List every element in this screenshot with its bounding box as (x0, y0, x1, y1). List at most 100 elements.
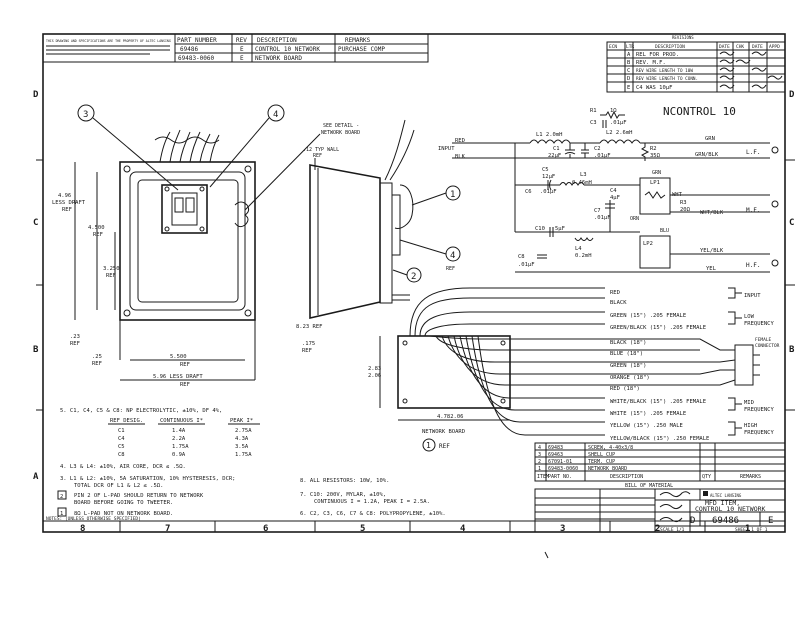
company-logo (703, 491, 708, 496)
drawing-size: D (690, 516, 695, 526)
dim-4-500-ref: REF (93, 232, 103, 238)
rev-header-ecn: ECN (609, 44, 617, 50)
harness-group-labels: INPUT LOW FREQUENCY FEMALE CONNECTOR MID… (728, 287, 780, 436)
group-label-high-freq: FREQUENCY (744, 430, 774, 436)
callout-balloon-4 (267, 104, 285, 122)
revisions-table: REVISIONS ECN LTR DESCRIPTION DATE CHK D… (606, 35, 786, 93)
drawing-title-2: CONTROL 10 NETWORK (695, 505, 766, 513)
dim-2-83: 2.83 (368, 366, 381, 372)
dim-4-500: 4.500 (88, 225, 105, 231)
note-row-c5-ref: C5 (118, 444, 125, 450)
note-2-number: 2 (60, 494, 63, 500)
col-header-description: DESCRIPTION (257, 37, 297, 44)
dim-8-23-ref: 8.23 REF (296, 324, 323, 330)
rev-row-a-desc: REL FOR PROD. (636, 52, 679, 58)
dim-0-23: .23 (70, 334, 80, 340)
sch-blu-label: BLU (660, 228, 669, 234)
dim-2-06: 2.06 (368, 373, 381, 379)
rev-header-date: DATE (719, 44, 730, 50)
part-row-1-desc: CONTROL 10 NETWORK (255, 46, 320, 53)
row-letter-a: A (33, 472, 39, 482)
wire-label-green-black-15: GREEN/BLACK (15") .205 FEMALE (610, 325, 706, 331)
col-number-3: 3 (560, 524, 565, 534)
dim-0-25-ref: REF (92, 361, 102, 367)
note-3b: TOTAL DCR OF L1 & L2 ≤ .5Ω. (74, 483, 163, 489)
drawing-title-1: MFD ITEM, (705, 499, 740, 507)
wire-label-black-18: BLACK (18") (610, 340, 646, 346)
note-2b: BOARD BEFORE GOING TO TWEETER. (74, 500, 173, 506)
note-7a: 7. C10: 200V, MYLAR, ±10%, (300, 492, 386, 498)
rev-header-appd: APPD (769, 44, 780, 50)
col-header-part-number: PART NUMBER (177, 37, 217, 44)
sch-input-label: INPUT (438, 146, 455, 152)
network-board-detail: 2.83 2.06 4.782.06 NETWORK BOARD 1 REF (368, 335, 511, 452)
sch-l3-value: 0.46mH (572, 180, 592, 186)
dim-5-500-ref: REF (180, 362, 190, 368)
network-board-label: NETWORK BOARD (321, 130, 360, 136)
callout-1-ref-label: 1 (426, 441, 431, 450)
sch-c8-value: .01µF (518, 262, 535, 268)
sch-hf-label: H.F. (746, 262, 760, 269)
rev-row-d-ltr: D (627, 76, 630, 82)
group-label-mid: MID (744, 400, 754, 406)
wire-label-white-black-15: WHITE/BLACK (15") .205 FEMALE (610, 399, 706, 405)
sch-r1-label: R1 (590, 108, 597, 114)
sch-mf-label: M.F. (746, 207, 760, 214)
harness-wire-labels: RED BLACK GREEN (15") .205 FEMALE GREEN/… (610, 290, 709, 442)
note-2a: PIN 2 OF L-PAD SHOULD RETURN TO NETWORK (74, 493, 204, 499)
sch-l4-label: L4 (575, 246, 582, 252)
sch-l1-label: L1 2.0mH (536, 132, 563, 138)
col-header-remarks: REMARKS (345, 37, 371, 44)
front-view (119, 129, 256, 321)
row-letter-b: B (33, 345, 39, 355)
drawing-sheet: SHEET 1 OF 1 (735, 527, 768, 533)
bom-row-2-item: 2 (538, 459, 541, 465)
wire-label-yellow-black-15: YELLOW/BLACK (15") .250 FEMALE (610, 436, 709, 442)
dim-0-175: .175 (302, 341, 315, 347)
part-row-2-number: 69483-0060 (178, 55, 215, 62)
col-header-rev: REV (236, 37, 247, 44)
bom-title: BILL OF MATERIAL (625, 483, 673, 489)
dim-3-250-ref: REF (106, 273, 116, 279)
sch-c1-value: 22µF (548, 153, 561, 159)
note-7b: CONTINUOUS I = 1.2A, PEAK I = 2.5A. (314, 499, 430, 505)
note-row-c5-peak: 3.5A (235, 444, 249, 450)
dim-5-500: 5.500 (170, 354, 187, 360)
callout-2-label: 2 (411, 272, 416, 282)
bom-row-3-item: 3 (538, 452, 541, 458)
dim-5-96: 5.96 LESS DRAFT (153, 374, 203, 380)
notes: 5. C1, C4, C5 & C8: NP ELECTROLYTIC, ±10… (46, 408, 446, 522)
dim-4-96-sub: LESS DRAFT (52, 200, 86, 206)
sch-c10-label: C10 (535, 226, 545, 232)
rev-header-ltr: LTR (626, 44, 634, 50)
col-number-7: 7 (165, 524, 170, 534)
dim-3-250: 3.250 (103, 266, 120, 272)
part-number-table: THIS DRAWING AND SPECIFICATIONS ARE THE … (42, 33, 429, 63)
sch-c1-label: C1 (553, 146, 560, 152)
side-view: .12 TYP WALL REF 1 4 REF 2 8.23 REF .175… (296, 119, 461, 354)
sch-yel-label: YEL (706, 266, 717, 272)
dim-5-96-ref: REF (180, 382, 190, 388)
note-row-c4-cont: 2.2A (172, 436, 186, 442)
rev-row-c-desc: REV WIRE LENGTH TO 10W (636, 68, 693, 74)
wire-label-blue-18: BLUE (18") (610, 351, 643, 357)
front-view-dimensions: 4.96 LESS DRAFT REF 4.500 REF 3.250 REF … (52, 162, 256, 388)
row-letter-c: C (33, 218, 38, 228)
note-2-box (57, 490, 67, 500)
bom-header-part: PART NO. (548, 474, 572, 480)
rev-row-e-desc: C4 WAS 10µF (636, 85, 672, 91)
callout-1-ref-text: REF (439, 443, 450, 450)
sch-l2-label: L2 2.6mH (606, 130, 633, 136)
schematic: RED INPUT BLK L1 2.0mH L2 2.6mH GRN GRN/… (438, 108, 779, 273)
note-5: 5. C1, C4, C5 & C8: NP ELECTROLYTIC, ±10… (60, 408, 222, 414)
rev-header-description: DESCRIPTION (655, 44, 685, 50)
sch-lp1-label: LP1 (650, 180, 660, 186)
note-8: 8. ALL RESISTORS: 10W, 10%. (300, 478, 389, 484)
row-letters: D C B A D C B (33, 90, 795, 482)
bom-row-4-part: 69483 (548, 445, 563, 451)
note-row-c8-ref: C8 (118, 452, 125, 458)
sch-grn-label: GRN (652, 170, 661, 176)
bom-header-desc: DESCRIPTION (610, 474, 643, 480)
sch-c5-value: 12µF (542, 174, 555, 180)
